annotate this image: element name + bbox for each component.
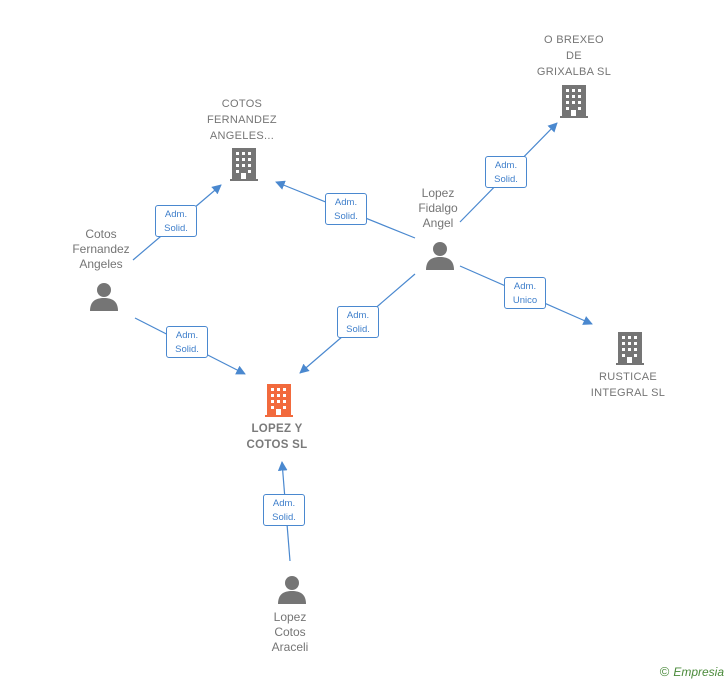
- copyright-symbol: ©: [659, 664, 670, 679]
- edge-label: Adm. Solid.: [325, 193, 367, 225]
- company-label-lopez-y-cotos[interactable]: LOPEZ Y COTOS SL: [246, 423, 308, 451]
- edge-label: Adm. Solid.: [337, 306, 379, 338]
- edge-label: Adm. Unico: [504, 277, 546, 309]
- footer-brand: © Empresia: [660, 664, 724, 679]
- building-icon: [560, 85, 588, 118]
- edge-label: Adm. Solid.: [263, 494, 305, 526]
- edge-label: Adm. Solid.: [485, 156, 527, 188]
- person-icon: [426, 242, 454, 270]
- brand-name: Empresia: [673, 664, 724, 679]
- main-company-building-icon: [265, 384, 293, 417]
- person-label-lopez-cotos-araceli[interactable]: Lopez Cotos Araceli: [271, 610, 309, 654]
- person-label-cotos-fernandez[interactable]: Cotos Fernandez Angeles: [72, 227, 130, 271]
- edge-label: Adm. Solid.: [166, 326, 208, 358]
- company-label-o-brexeo[interactable]: O BREXEO DE GRIXALBA SL: [536, 34, 612, 78]
- building-icon: [616, 332, 644, 365]
- person-label-lopez-fidalgo[interactable]: Lopez Fidalgo Angel: [418, 186, 458, 230]
- edge-label: Adm. Solid.: [155, 205, 197, 237]
- company-label-cotos-fernandez-angeles[interactable]: COTOS FERNANDEZ ANGELES...: [207, 98, 277, 142]
- company-label-rusticae[interactable]: RUSTICAE INTEGRAL SL: [590, 371, 666, 399]
- building-icon: [230, 148, 258, 181]
- person-icon: [90, 283, 118, 311]
- person-icon: [278, 576, 306, 604]
